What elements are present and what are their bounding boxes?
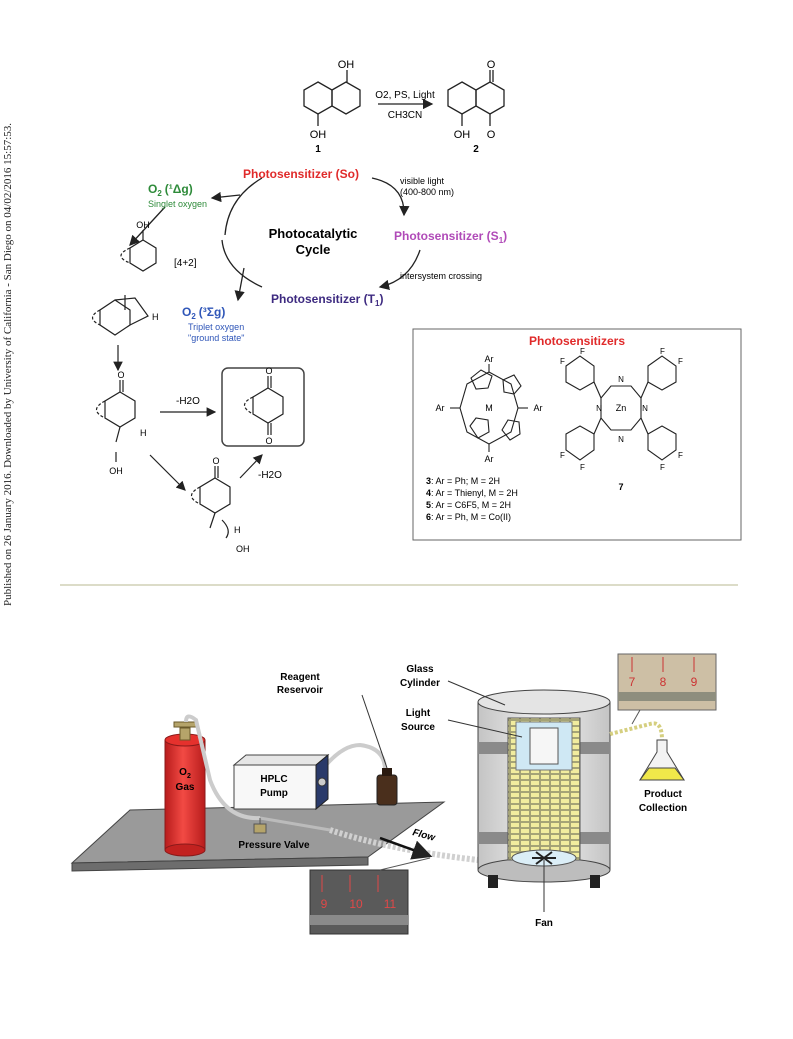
light-source-label-2: Source	[401, 722, 435, 733]
o-label: O	[265, 366, 272, 376]
triplet-oxygen-formula: O2(³Σg)	[182, 305, 225, 321]
mechanism	[91, 230, 305, 539]
visible-light-range: (400-800 nm)	[400, 187, 454, 197]
zn-label: Zn	[616, 403, 627, 413]
o-label: O	[212, 456, 219, 466]
compound-2-label: 2	[473, 144, 479, 155]
ar-label: Ar	[534, 403, 543, 413]
f-label: F	[678, 357, 683, 366]
product-label-1: Product	[644, 789, 682, 800]
phthalocyanine-structure	[565, 355, 677, 461]
n-label: N	[618, 375, 624, 384]
product-label-2: Collection	[639, 803, 687, 814]
tubing-photo-inset	[309, 869, 409, 935]
hplc-label-2: Pump	[260, 788, 288, 799]
light-source-label-1: Light	[406, 708, 431, 719]
reaction-scheme	[303, 70, 505, 126]
oh-label: OH	[109, 466, 123, 476]
hplc-pump	[232, 753, 330, 811]
outlet-photo-inset	[617, 653, 717, 711]
product-collection-flask	[639, 739, 685, 781]
triplet-oxygen-ground: "ground state"	[188, 333, 244, 343]
f-label: F	[560, 451, 565, 460]
ar-label: Ar	[485, 354, 494, 364]
o2-label: O2	[179, 767, 191, 780]
ar-label: Ar	[485, 454, 494, 464]
n-label: N	[618, 435, 624, 444]
h-label: H	[152, 312, 159, 322]
ruler-tick: 9	[691, 675, 698, 689]
n-label: N	[642, 404, 648, 413]
cycle-title-line2: Cycle	[296, 242, 331, 257]
m-label: M	[485, 403, 493, 413]
f-label: F	[580, 463, 585, 472]
glass-label-1: Glass	[406, 664, 434, 675]
oh-label: OH	[338, 59, 355, 71]
minus-h2o-label-1: -H2O	[176, 396, 200, 407]
reagent-label-2: Reservoir	[277, 685, 323, 696]
ruler-tick: 8	[660, 675, 667, 689]
singlet-oxygen-label: Singlet oxygen	[148, 199, 207, 209]
glass-label-2: Cylinder	[400, 678, 440, 689]
minus-h2o-label-2: -H2O	[258, 470, 282, 481]
compound-2-structure	[447, 70, 505, 126]
reagent-reservoir-bottle	[376, 768, 398, 806]
ruler-tick: 10	[349, 897, 363, 911]
hplc-label-1: HPLC	[260, 774, 287, 785]
pressure-valve	[253, 818, 267, 834]
ruler-tick: 9	[321, 897, 328, 911]
oh-label: OH	[136, 220, 150, 230]
ruler-tick: 7	[629, 675, 636, 689]
isc-label: intersystem crossing	[400, 271, 482, 281]
photosensitizer-t1: Photosensitizer (T1)	[271, 292, 383, 308]
f-label: F	[660, 347, 665, 356]
h-label: H	[140, 428, 147, 438]
photosensitizers-title: Photosensitizers	[529, 334, 625, 348]
singlet-oxygen-formula: O2(¹Δg)	[148, 182, 193, 198]
gas-label: Gas	[176, 782, 195, 793]
f-label: F	[660, 463, 665, 472]
fan-label: Fan	[535, 918, 553, 929]
triplet-oxygen-label: Triplet oxygen	[188, 322, 244, 332]
cycle-arrows	[129, 177, 421, 302]
reaction-conditions-bottom: CH3CN	[388, 110, 422, 121]
photosensitizer-legend: 3: Ar = Ph; M = 2H 4: Ar = Thienyl, M = …	[426, 476, 518, 522]
o-label: O	[117, 370, 124, 380]
photosensitizers-box	[412, 328, 742, 541]
compound-1-structure	[303, 70, 361, 126]
flow-label: Flow	[411, 827, 437, 844]
photosensitizer-s1: Photosensitizer (S1)	[394, 229, 507, 245]
photosensitizer-s0: Photosensitizer (So)	[243, 167, 359, 181]
o-label: O	[265, 436, 272, 446]
f-label: F	[560, 357, 565, 366]
oh-label: OH	[454, 129, 471, 141]
o-label: O	[487, 129, 496, 141]
ar-label: Ar	[436, 403, 445, 413]
f-label: F	[678, 451, 683, 460]
reaction-conditions-top: O2, PS, Light	[375, 90, 435, 101]
oh-label: OH	[236, 544, 250, 554]
oh-label: OH	[310, 129, 327, 141]
f-label: F	[580, 347, 585, 356]
legend-entry-5: 5: Ar = C6F5, M = 2H	[426, 500, 511, 510]
legend-entry-6: 6: Ar = Ph, M = Co(II)	[426, 512, 511, 522]
n-label: N	[596, 404, 602, 413]
legend-entry-4: 4: Ar = Thienyl, M = 2H	[426, 488, 518, 498]
compound-7-label: 7	[618, 482, 623, 492]
visible-light-label: visible light	[400, 176, 445, 186]
cycloaddition-label: [4+2]	[174, 258, 197, 269]
apparatus-diagram: O2 Gas HPLC Pump Reagent Reservoir Press…	[70, 653, 717, 935]
reagent-label-1: Reagent	[280, 672, 320, 683]
porphyrin-structure	[450, 364, 528, 452]
pressure-valve-label: Pressure Valve	[238, 840, 310, 851]
glass-cylinder-reactor	[477, 689, 611, 888]
o-label: O	[487, 59, 496, 71]
legend-entry-3: 3: Ar = Ph; M = 2H	[426, 476, 500, 486]
ruler-tick: 11	[384, 897, 397, 911]
compound-1-label: 1	[315, 144, 321, 155]
h-label: H	[234, 525, 241, 535]
o2-gas-cylinder	[164, 721, 206, 857]
cycle-title-line1: Photocatalytic	[269, 226, 358, 241]
